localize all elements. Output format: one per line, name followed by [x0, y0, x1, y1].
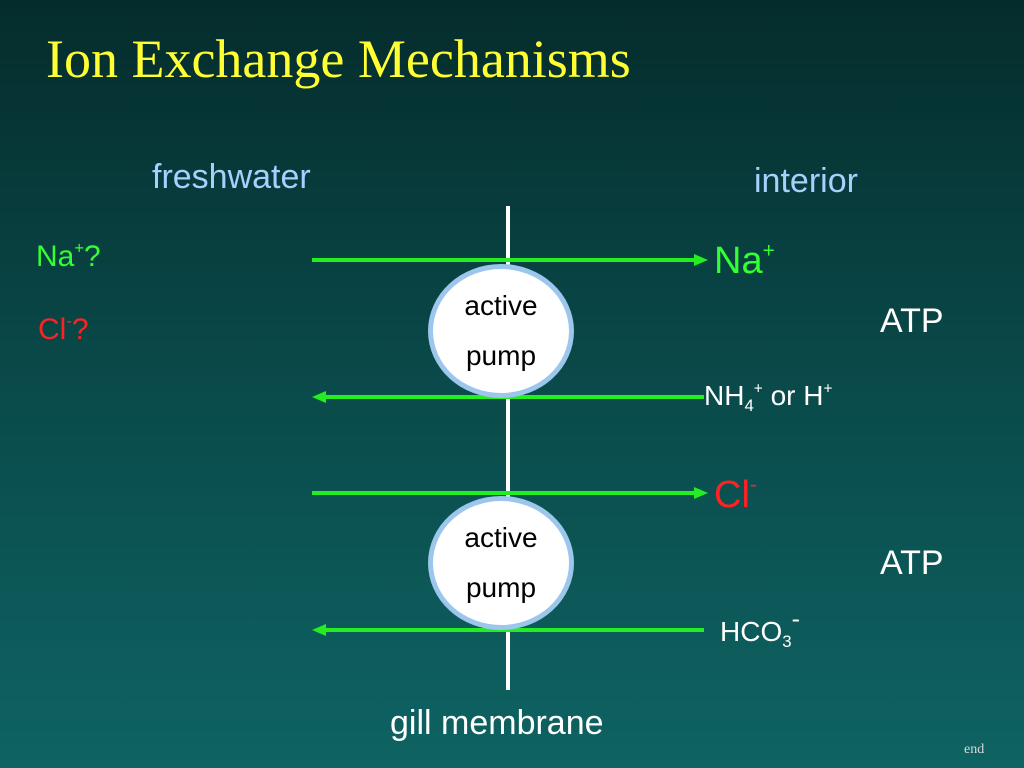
interior-label: interior [754, 162, 858, 200]
arrow-hco3-out [312, 624, 704, 636]
pump-label-line2: pump [465, 340, 537, 371]
freshwater-chloride-label: Cl-? [38, 312, 89, 346]
slide-title: Ion Exchange Mechanisms [46, 29, 631, 89]
pump-label-line1: active [464, 290, 538, 321]
freshwater-sodium-label: Na+? [36, 239, 101, 273]
freshwater-label: freshwater [152, 158, 311, 196]
active-pump-chloride: active pump [428, 496, 574, 630]
pump-label-line1: active [464, 522, 538, 553]
atp-label-sodium: ATP [880, 302, 944, 340]
atp-label-chloride: ATP [880, 544, 944, 582]
arrow-cl-in [312, 487, 708, 499]
gill-membrane-label: gill membrane [390, 704, 604, 742]
interior-sodium-label: Na+ [714, 239, 775, 282]
arrow-nh4-out [312, 391, 704, 403]
pump-label-line2: pump [465, 572, 537, 603]
active-pump-sodium: active pump [428, 264, 574, 398]
bicarbonate-label: HCO3- [720, 605, 800, 651]
arrow-na-in [312, 254, 708, 266]
end-link[interactable]: end [964, 742, 985, 757]
ammonium-or-hydrogen-label: NH4+ or H+ [704, 380, 833, 415]
interior-chloride-label: Cl- [714, 473, 757, 516]
